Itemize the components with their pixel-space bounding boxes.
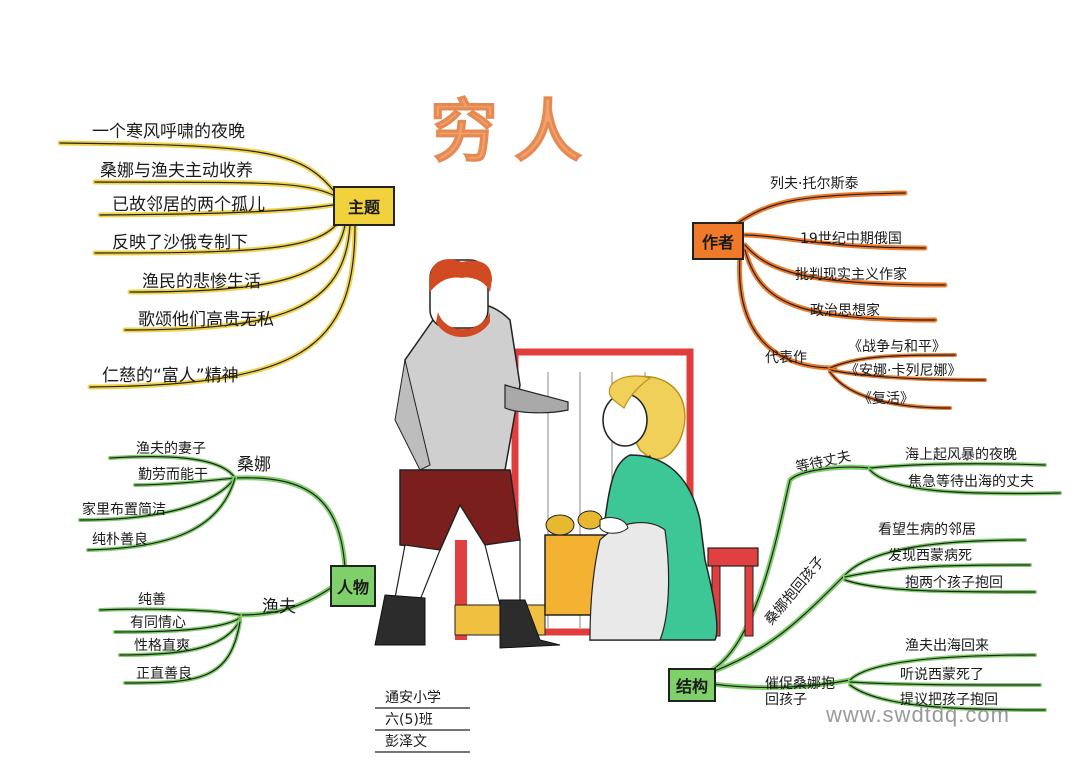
theme-item: 桑娜与渔夫主动收养 — [100, 161, 253, 181]
theme-branches — [57, 140, 358, 390]
theme-item: 一个寒风呼啸的夜晚 — [92, 122, 245, 142]
structure-node: 结构 — [668, 668, 716, 702]
characters-node-label: 人物 — [336, 578, 369, 597]
watermark: www.swdtdq.com — [826, 702, 1010, 727]
signature-class: 六(5)班 — [385, 712, 433, 728]
author-branches — [732, 190, 987, 410]
fisherman-item: 正直善良 — [136, 666, 192, 682]
structure-item: 看望生病的邻居 — [878, 522, 976, 538]
author-item: 19世纪中期俄国 — [800, 231, 902, 247]
theme-item: 已故邻居的两个孤儿 — [112, 195, 265, 215]
sangna-figure — [589, 375, 718, 641]
fisherman-figure — [374, 259, 569, 649]
author-node-label: 作者 — [701, 233, 734, 252]
sangna-item: 家里布置简洁 — [82, 502, 166, 518]
structure-item: 焦急等待出海的丈夫 — [908, 474, 1034, 490]
map-title: 穷人 — [429, 92, 599, 173]
author-item: 政治思想家 — [810, 303, 880, 319]
structure-item: 发现西蒙病死 — [888, 548, 972, 564]
structure-item: 海上起风暴的夜晚 — [905, 447, 1017, 463]
structure-item: 渔夫出海回来 — [905, 638, 989, 654]
illustration — [374, 259, 759, 649]
sangna-item: 勤劳而能干 — [138, 467, 208, 483]
sangna-item: 纯朴善良 — [92, 532, 148, 548]
author-works-label: 代表作 — [765, 350, 807, 366]
theme-item: 渔民的悲惨生活 — [142, 272, 261, 292]
theme-node-label: 主题 — [347, 198, 380, 217]
structure-item: 听说西蒙死了 — [900, 667, 984, 683]
author-work: 《战争与和平》 — [848, 339, 946, 355]
author-work: 《安娜·卡列尼娜》 — [845, 363, 962, 379]
fisherman-item: 纯善 — [138, 592, 166, 608]
characters-node: 人物 — [330, 565, 376, 607]
theme-item: 歌颂他们高贵无私 — [138, 310, 274, 330]
character-branches — [78, 454, 348, 685]
signature-lines — [375, 707, 470, 753]
structure-item: 提议把孩子抱回 — [900, 692, 998, 708]
author-item: 列夫·托尔斯泰 — [770, 176, 859, 192]
fisherman-item: 性格直爽 — [134, 638, 190, 654]
signature-name: 彭泽文 — [385, 734, 427, 750]
author-work: 《复活》 — [858, 391, 914, 407]
structure-item: 抱两个孩子抱回 — [905, 575, 1003, 591]
chair — [707, 547, 759, 567]
structure-node-label: 结构 — [675, 677, 708, 696]
sangna-label: 桑娜 — [237, 455, 271, 475]
author-node: 作者 — [692, 222, 744, 260]
sangna-item: 渔夫的妻子 — [136, 441, 206, 457]
author-item: 批判现实主义作家 — [795, 267, 907, 283]
theme-node: 主题 — [333, 186, 395, 226]
structure-branch-label: 催促桑娜抱回孩子 — [765, 676, 835, 708]
structure-branches — [709, 461, 1062, 712]
fisherman-label: 渔夫 — [262, 597, 296, 617]
theme-item: 仁慈的“富人”精神 — [102, 366, 239, 386]
theme-item: 反映了沙俄专制下 — [112, 233, 248, 253]
signature-school: 通安小学 — [385, 690, 441, 706]
fisherman-item: 有同情心 — [130, 615, 186, 631]
